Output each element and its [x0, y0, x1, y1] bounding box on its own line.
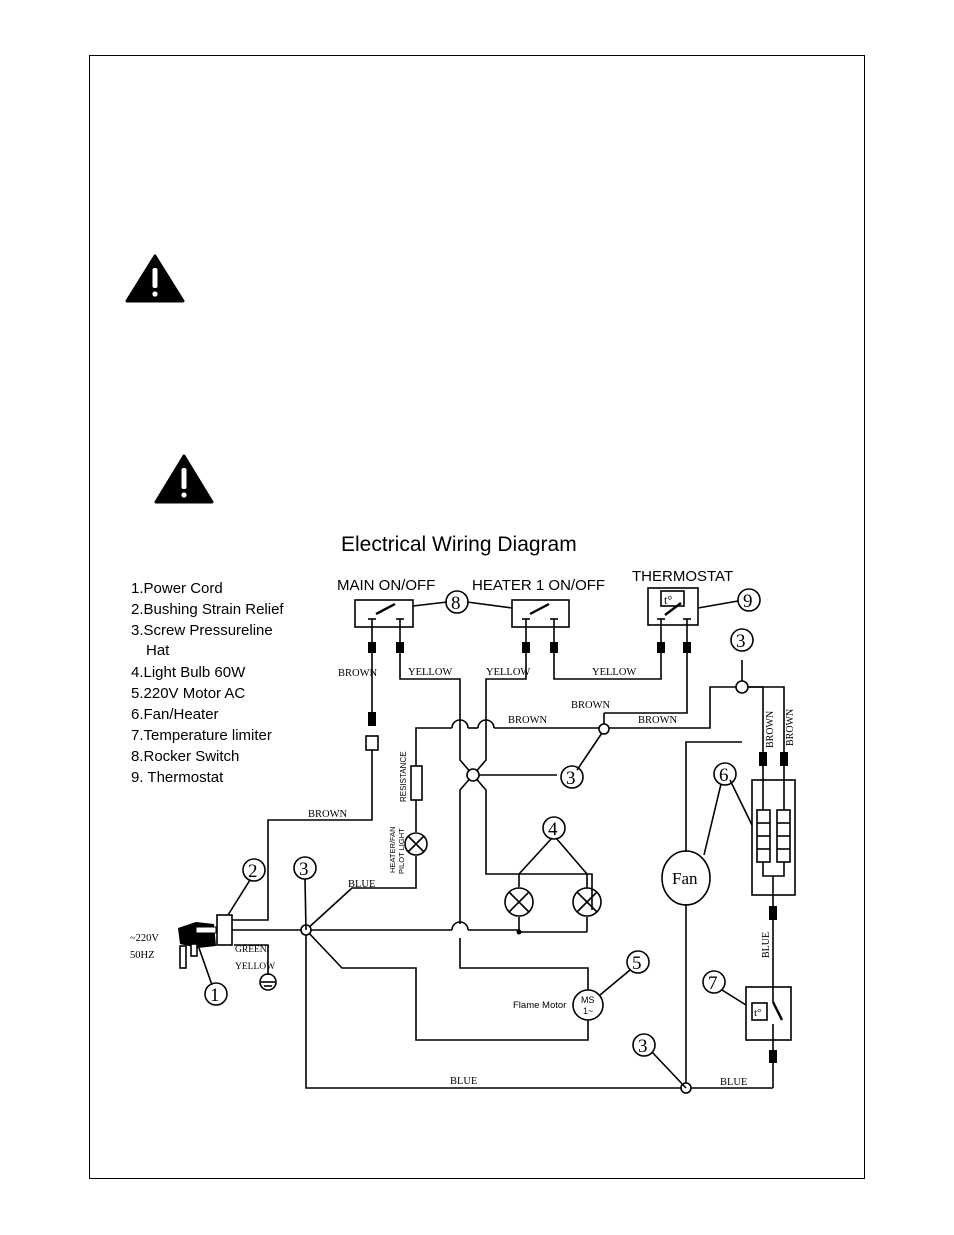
- wire-label: GREEN/: [235, 945, 270, 955]
- wire-label: BLUE: [450, 1076, 477, 1087]
- legend-item: 5.220V Motor AC: [131, 685, 245, 702]
- label-voltage: ~220V: [130, 933, 159, 944]
- wire-label: BLUE: [348, 879, 375, 890]
- label-pilot-light: HEATER/FAN: [388, 826, 397, 873]
- wire-label: BROWN: [765, 711, 776, 748]
- connector: [365, 712, 788, 1063]
- thermostat: t°: [647, 587, 699, 653]
- label-resistance: RESISTANCE: [399, 751, 408, 802]
- wire-label: BROWN: [338, 668, 378, 679]
- label-fan: Fan: [672, 869, 698, 888]
- callout-number: 7: [708, 973, 718, 994]
- heater-element: [751, 779, 796, 896]
- callout-number: 3: [638, 1036, 648, 1057]
- wire-label: BROWN: [785, 709, 796, 746]
- callouts: 1 2 3 3 3 3 4 5 6 7: [198, 588, 761, 1089]
- wire-label: BROWN: [571, 700, 611, 711]
- page-frame: [89, 55, 865, 1179]
- callout-number: 3: [736, 631, 746, 652]
- pilot-light: HEATER/FAN PILOT LIGHT: [388, 826, 428, 874]
- wires: [232, 653, 785, 1089]
- resistance: RESISTANCE: [399, 751, 423, 802]
- callout-number: 4: [548, 819, 558, 840]
- flame-motor: MS 1~ Flame Motor: [513, 989, 604, 1021]
- legend-item: 6.Fan/Heater: [131, 706, 219, 723]
- wire-label: BROWN: [508, 715, 548, 726]
- power-cord-plug: ~220V 50HZ: [130, 914, 233, 969]
- wire-label: YELLOW: [592, 667, 636, 678]
- legend-item: 3.Screw Pressureline: [131, 622, 273, 639]
- label-heater-switch: HEATER 1 ON/OFF: [472, 577, 605, 594]
- label-pilot-light: PILOT LIGHT: [397, 828, 406, 874]
- warning-icon: [125, 254, 185, 303]
- wire-label: YELLOW: [486, 667, 530, 678]
- label-main-switch: MAIN ON/OFF: [337, 577, 435, 594]
- legend-item: Hat: [146, 642, 170, 659]
- wire-label: BLUE: [720, 1077, 747, 1088]
- legend-item: 8.Rocker Switch: [131, 748, 239, 765]
- main-rocker-switch: [354, 599, 414, 653]
- legend-item: 1.Power Cord: [131, 580, 223, 597]
- wire-label: BLUE: [761, 932, 772, 958]
- label-flame-motor: Flame Motor: [513, 1000, 566, 1011]
- callout-number: 8: [451, 593, 461, 614]
- wire-label: BROWN: [308, 809, 348, 820]
- diagram-title: Electrical Wiring Diagram: [341, 533, 577, 556]
- fan: Fan: [661, 850, 711, 906]
- callout-number: 3: [299, 859, 309, 880]
- legend-item: 9. Thermostat: [131, 769, 224, 786]
- svg-text:t°: t°: [754, 1007, 761, 1019]
- callout-number: 1: [210, 985, 220, 1006]
- legend-item: 4.Light Bulb 60W: [131, 664, 246, 681]
- wire-label: YELLOW: [408, 667, 452, 678]
- callout-number: 2: [248, 861, 258, 882]
- callout-number: 6: [719, 765, 729, 786]
- callout-number: 3: [566, 768, 576, 789]
- label-frequency: 50HZ: [130, 950, 155, 961]
- legend: 1.Power Cord 2.Bushing Strain Relief 3.S…: [131, 580, 284, 786]
- wire-label: BROWN: [638, 715, 678, 726]
- light-bulb: [572, 887, 602, 917]
- wire-label: YELLOW: [235, 962, 275, 972]
- temperature-limiter: t°: [745, 986, 792, 1041]
- light-bulb: [504, 887, 534, 917]
- warning-icon: [154, 454, 214, 504]
- callout-number: 9: [743, 591, 753, 612]
- motor-symbol: 1~: [583, 1006, 593, 1016]
- ground-icon: [259, 973, 277, 991]
- legend-item: 7.Temperature limiter: [131, 727, 272, 744]
- svg-text:t°: t°: [664, 593, 672, 607]
- heater-rocker-switch: [511, 599, 570, 653]
- legend-item: 2.Bushing Strain Relief: [131, 601, 284, 618]
- label-thermostat: THERMOSTAT: [632, 568, 733, 585]
- callout-number: 5: [632, 953, 642, 974]
- motor-symbol: MS: [581, 995, 595, 1005]
